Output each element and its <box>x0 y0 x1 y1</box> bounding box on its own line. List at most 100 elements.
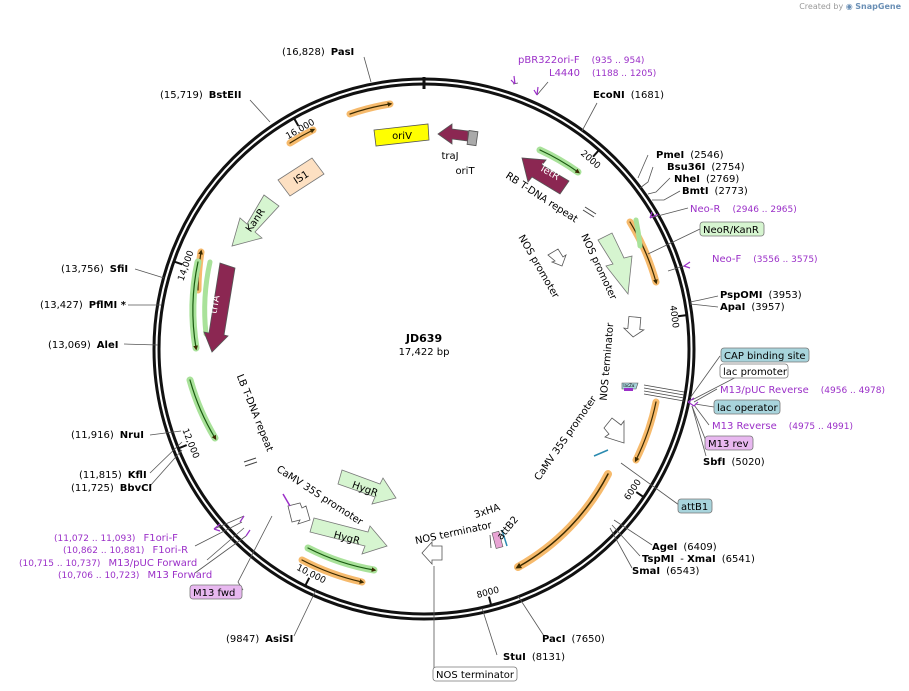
site-BstEII: BstEII <box>209 90 242 101</box>
box-label-M13-rev: M13 rev <box>708 439 749 450</box>
svg-text:SmaI(6543): SmaI(6543) <box>632 566 699 577</box>
site-StuI: StuI <box>503 652 526 663</box>
feature-CaMV-1: CaMV 35S promoter <box>533 394 625 483</box>
feature-NOS-promoter-2: NOS promoter <box>516 233 567 301</box>
box-label-NOS-terminator: NOS terminator <box>436 670 515 681</box>
orf-arc-2-line <box>289 128 316 144</box>
primer-L4440: L4440 <box>549 68 580 79</box>
orf-arc-12-line <box>192 261 199 351</box>
site-coord-NruI: (11,916) <box>71 430 114 441</box>
svg-text:Neo-F(3556 .. 3575): Neo-F (3556 .. 3575) <box>712 254 818 265</box>
site-coord-PacI: (7650) <box>571 634 604 645</box>
svg-text:(13,756)SfiI: (13,756)SfiI <box>61 264 128 275</box>
svg-text:TspMI- XmaI(6541): TspMI- XmaI(6541) <box>642 554 755 565</box>
site-coord-EcoNI: (1681) <box>631 90 664 101</box>
site-AsiSI: AsiSI <box>265 634 293 645</box>
svg-text:EcoNI(1681): EcoNI(1681) <box>593 90 664 101</box>
site-SbfI: SbfI <box>703 457 725 468</box>
tick-mark-2 <box>635 491 644 498</box>
site-coord-SfiI: (13,756) <box>61 264 104 275</box>
primer-range-Neo-F: (3556 .. 3575) <box>753 255 817 265</box>
site-coord-AgeI: (6409) <box>683 542 716 553</box>
svg-text:SbfI(5020): SbfI (5020) <box>703 457 765 468</box>
label-NOS-terminator-2: NOS terminator <box>414 520 493 547</box>
svg-text:L4440(1188 .. 1205): L4440 (1188 .. 1205) <box>549 68 656 79</box>
site-SmaI: SmaI <box>632 566 660 577</box>
orf-arc-1-line <box>349 102 393 115</box>
site-coord-AsiSI: (9847) <box>226 634 259 645</box>
primer-labels: pBR322ori-F(935 .. 954) L4440(1188 .. 12… <box>19 55 885 581</box>
boxed-labels: NeoR/KanR CAP binding site lac promoter … <box>189 221 810 682</box>
site-coord-NheI: (2769) <box>706 174 739 185</box>
svg-text:(11,916)NruI: (11,916)NruI <box>71 430 144 441</box>
feature-HygR-1: HygR <box>337 469 397 505</box>
svg-text:PacI(7650): PacI (7650) <box>542 634 605 645</box>
orf-arcs <box>186 100 660 586</box>
label-trfA: trfA <box>209 294 223 314</box>
box-attB1: attB1 <box>677 498 713 514</box>
svg-text:(15,719)BstEII: (15,719)BstEII <box>160 90 241 101</box>
svg-text:PspOMI(3953): PspOMI(3953) <box>720 290 802 301</box>
tick-mark-3 <box>487 596 492 605</box>
site-NheI: NheI <box>674 174 700 185</box>
orf-arc-7 <box>632 398 660 464</box>
feature-trfA: trfA <box>203 262 236 353</box>
box-label-M13-fwd: M13 fwd <box>193 588 235 599</box>
site-PmeI: PmeI <box>656 150 684 161</box>
primer-F1ori-F: F1ori-F <box>143 533 178 544</box>
primer-range-Neo-R: (2946 .. 2965) <box>733 205 797 215</box>
site-coord-PasI: (16,828) <box>282 47 325 58</box>
primer-range-L4440: (1188 .. 1205) <box>592 69 656 79</box>
svg-text:BmtI(2773): BmtI(2773) <box>682 186 748 197</box>
snapgene-watermark: Created by ◉ SnapGene <box>799 2 901 11</box>
box-CAP-binding-site: CAP binding site <box>720 347 810 363</box>
svg-text:Bsu36I(2754): Bsu36I (2754) <box>667 162 745 173</box>
primer-Neo-F: Neo-F <box>712 254 742 265</box>
label-lacZ: lacZα <box>623 383 635 388</box>
svg-text:NheI(2769): NheI (2769) <box>674 174 739 185</box>
label-oriT: oriT <box>455 166 475 177</box>
svg-text:(13,427)PflMI *: (13,427)PflMI * <box>40 300 127 311</box>
box-label-attB1: attB1 <box>681 502 708 513</box>
watermark-prefix: Created by <box>799 2 844 11</box>
orf-arc-9-line <box>307 547 377 572</box>
svg-text:(13,069)AleI: (13,069)AleI <box>48 340 118 351</box>
site-coord-BmtI: (2773) <box>715 186 748 197</box>
primer-range-M13-Forward: (10,706 .. 10,723) <box>58 571 139 581</box>
svg-text:(11,725)BbvCI: (11,725)BbvCI <box>71 483 152 494</box>
primer-range-pBR322ori-F: (935 .. 954) <box>592 56 645 66</box>
site-coord-Bsu36I: (2754) <box>711 162 744 173</box>
svg-text:StuI(8131): StuI(8131) <box>503 652 565 663</box>
site-Bsu36I: Bsu36I <box>667 162 705 173</box>
svg-text:(10,715 .. 10,737)M13/pUC Forw: (10,715 .. 10,737)M13/pUC Forward <box>19 558 197 569</box>
primer-M13-pUC-Reverse: M13/pUC Reverse <box>720 385 809 396</box>
tick-mark-1 <box>677 314 686 318</box>
plasmid-name: JD639 <box>405 332 442 345</box>
primer-range-M13-pUC-Forward: (10,715 .. 10,737) <box>19 559 100 569</box>
site-XmaI: XmaI <box>687 554 716 565</box>
site-coord-ApaI: (3957) <box>751 302 784 313</box>
site-coord-KflI: (11,815) <box>79 470 122 481</box>
orf-arc-11 <box>186 376 219 442</box>
primer-range-M13-Reverse: (4975 .. 4991) <box>789 422 853 432</box>
plasmid-length: 17,422 bp <box>399 347 450 358</box>
label-NOS-promoter-2: NOS promoter <box>516 233 562 301</box>
primer-range-F1ori-R: (10,862 .. 10,881) <box>63 546 144 556</box>
primer-F1ori-R: F1ori-R <box>152 545 188 556</box>
label-NOS-terminator-1: NOS terminator <box>599 322 617 402</box>
label-CaMV-1: CaMV 35S promoter <box>533 394 600 483</box>
site-PacI: PacI <box>542 634 565 645</box>
tick-mark-5 <box>178 444 188 449</box>
feature-IS1: IS1 <box>277 157 325 197</box>
box-NeoR-KanR: NeoR/KanR <box>699 221 765 237</box>
orf-arc-11-line <box>189 379 217 441</box>
site-coord-PmeI: (2546) <box>690 150 723 161</box>
tick-label-1: 4000 <box>667 305 680 329</box>
feature-NOS-terminator-2: NOS terminator <box>414 520 494 566</box>
site-PflMI: PflMI * <box>89 300 127 311</box>
site-coord-SbfI: (5020) <box>731 457 764 468</box>
site-ApaI: ApaI <box>720 302 745 313</box>
site-AgeI: AgeI <box>652 542 677 553</box>
svg-text:(10,862 .. 10,881)F1ori-R: (10,862 .. 10,881) F1ori-R <box>63 545 188 556</box>
